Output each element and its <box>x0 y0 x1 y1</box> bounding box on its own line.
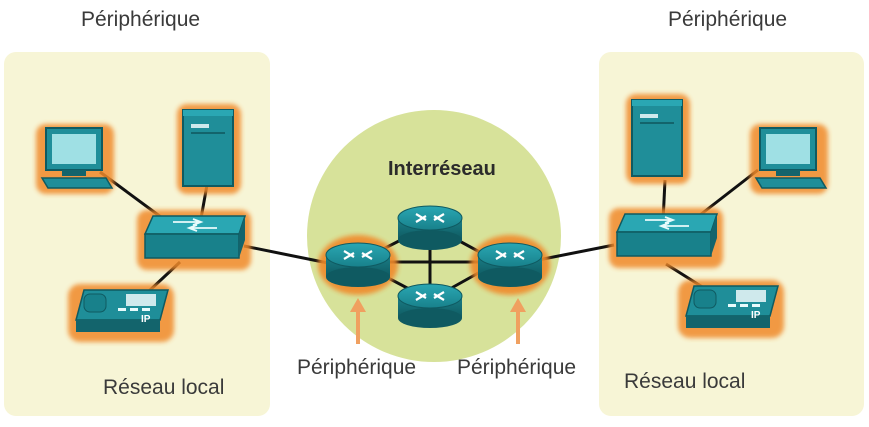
server-icon <box>626 94 690 184</box>
ip-badge-right: IP <box>751 310 761 321</box>
lan-label-left: Réseau local <box>103 376 225 399</box>
router-icon <box>318 235 398 295</box>
lan-label-right: Réseau local <box>624 370 746 393</box>
ip-phone-icon <box>68 284 174 342</box>
router-icon <box>397 205 463 250</box>
edge-label-bottom-right: Périphérique <box>457 356 577 379</box>
ip-phone-icon <box>678 280 784 338</box>
server-icon <box>177 104 241 194</box>
switch-icon <box>609 208 723 268</box>
arrow-icon <box>510 298 526 344</box>
arrow-icon <box>350 298 366 344</box>
edge-label-top-right: Périphérique <box>668 8 788 31</box>
pc-icon <box>750 124 828 194</box>
router-icon <box>397 283 463 328</box>
edge-label-bottom-left: Périphérique <box>297 356 417 379</box>
switch-icon <box>137 210 251 270</box>
ip-badge-left: IP <box>141 314 151 325</box>
router-icon <box>470 235 550 295</box>
pc-icon <box>36 124 114 194</box>
internetwork-label: Interréseau <box>388 158 496 180</box>
edge-label-top-left: Périphérique <box>81 8 201 31</box>
